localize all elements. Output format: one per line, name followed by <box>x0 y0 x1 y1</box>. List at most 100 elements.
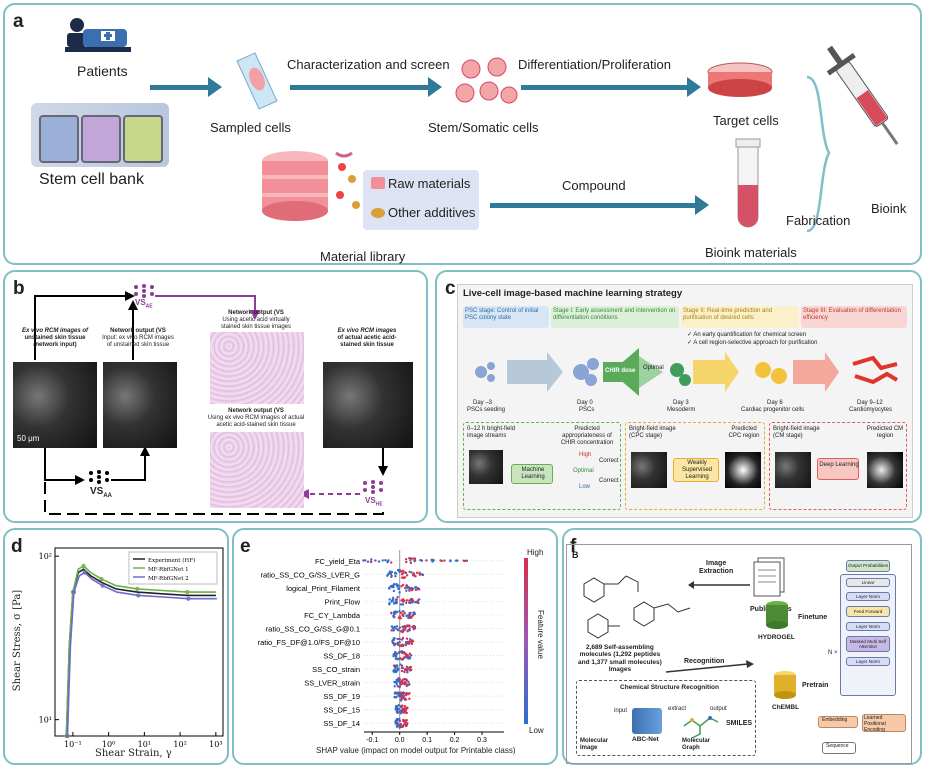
d-series-mf1-marker <box>81 563 86 569</box>
transformer-layer: Layer Norm <box>846 592 890 601</box>
e-shap-point <box>396 667 400 670</box>
smiles-text: SMILES <box>726 720 753 727</box>
e-shap-point <box>391 598 395 602</box>
stage-psc-text: PSC stage: Control of initial PSC colony… <box>465 308 539 321</box>
e-shap-point <box>395 583 398 586</box>
e-feature-label: SS_DF_19 <box>323 692 360 701</box>
e-shap-point <box>395 704 398 708</box>
day-2: Day 3 <box>673 400 689 406</box>
wsl-learning-box <box>673 458 719 482</box>
mol-graph-icon <box>683 716 719 739</box>
network-output-he-top-image <box>210 332 304 404</box>
vs-ae-label: VSAE <box>135 298 153 310</box>
panel-c-title: Live-cell image-based machine learning s… <box>463 288 683 299</box>
e-shap-point <box>407 629 410 632</box>
e-shap-point <box>398 685 402 689</box>
e-shap-point <box>410 571 413 574</box>
e-shap-point <box>394 666 397 670</box>
d-series-mf1-marker <box>135 586 140 591</box>
e-shap-point <box>400 576 404 579</box>
bioink-text: Bioink <box>871 201 907 216</box>
correct-label-2: Correct <box>599 478 619 484</box>
e-feature-label: Print_Flow <box>325 597 361 606</box>
e-shap-point <box>392 642 395 645</box>
e-shap-point <box>398 641 401 644</box>
e-shap-point <box>362 559 365 562</box>
fabrication-text: Fabrication <box>786 213 851 228</box>
e-shap-point <box>366 560 370 564</box>
arrow-head <box>695 195 709 215</box>
transformer-layer: Masked Multi Self Attention <box>846 636 890 652</box>
e-shap-point <box>404 711 408 714</box>
e-shap-point <box>404 698 408 701</box>
e-shap-point <box>416 587 419 590</box>
optimal-arrow-text: Optimal <box>643 365 664 371</box>
day-4: Day 9–12 <box>857 400 883 406</box>
network-vs-ae-icon <box>134 284 154 298</box>
day-desc-4: Cardiomyocytes <box>849 407 893 413</box>
stem-cells-icon <box>455 57 518 104</box>
stage-3-text: Stage III: Evaluation of differentiation… <box>803 308 901 321</box>
e-shap-point <box>395 717 399 721</box>
e-shap-point <box>413 559 417 562</box>
e-feature-label: ratio_FS_DF@1.0/FS_DF@10 <box>258 638 360 647</box>
e-shap-point <box>401 681 404 685</box>
panel-d-label: d <box>11 536 23 557</box>
e-shap-point <box>400 709 403 712</box>
dl-output-text: Predicted CM region <box>866 426 904 439</box>
d-legend-entry: MF-RbfGNet 1 <box>148 567 189 573</box>
patient-bed-icon <box>65 18 131 52</box>
e-shap-point <box>403 705 407 708</box>
e-shap-point <box>404 601 408 605</box>
panel-b: b VSAE VSAA VSHE Ex vivo RCM <box>3 270 428 523</box>
e-shap-point <box>411 557 414 560</box>
e-shap-point <box>407 657 410 660</box>
csr-title: Chemical Structure Recognition <box>620 684 719 691</box>
e-shap-point <box>411 599 415 602</box>
e-feature-label: SS_DF_14 <box>323 719 360 728</box>
transformer-layer: Linear <box>846 578 890 587</box>
e-shap-point <box>392 629 395 632</box>
e-shap-point <box>391 585 394 588</box>
e-feature-label: logical_Print_Filament <box>286 584 361 593</box>
exvivo-left-caption: Ex vivo RCM images of unstained skin tis… <box>21 328 89 348</box>
compound-text: Compound <box>562 178 626 193</box>
stem-cell-bank-image <box>31 103 169 167</box>
e-shap-point <box>443 559 446 562</box>
e-xtick-label: 0.1 <box>422 737 432 744</box>
e-shap-point <box>396 679 400 683</box>
e-shap-point <box>463 559 467 563</box>
e-shap-point <box>401 725 405 728</box>
d-series-mf2-marker <box>71 590 77 595</box>
e-shap-point <box>393 601 396 604</box>
e-shap-point <box>397 587 400 591</box>
network-vs-aa-icon <box>89 470 109 484</box>
e-shap-point <box>409 654 413 657</box>
e-shap-point <box>439 559 442 562</box>
day-3: Day 6 <box>767 400 783 406</box>
panel-f-inner <box>566 544 912 764</box>
e-shap-point <box>390 570 394 574</box>
e-shap-point <box>401 704 404 707</box>
e-colorbar <box>524 558 528 724</box>
extract-text: extract <box>668 706 687 712</box>
ml-learning-box <box>511 464 553 484</box>
e-shap-point <box>404 558 408 561</box>
nx-text: N × <box>828 650 838 656</box>
ml-box <box>463 422 621 510</box>
molecule-sketches <box>583 575 691 639</box>
chembl-text: ChEMBL <box>772 704 800 711</box>
e-shap-point <box>392 670 395 673</box>
e-shap-point <box>401 625 405 628</box>
e-shap-point <box>400 658 404 661</box>
e-shap-point <box>399 617 403 620</box>
e-shap-point <box>402 711 406 714</box>
stage-1-text: Stage I: Early assessment and interventi… <box>553 308 676 321</box>
wsl-output-image <box>725 452 761 488</box>
e-shap-point <box>413 557 416 560</box>
d-series-mf1-marker <box>185 590 190 595</box>
vs-he-label: VSHE <box>365 496 383 508</box>
